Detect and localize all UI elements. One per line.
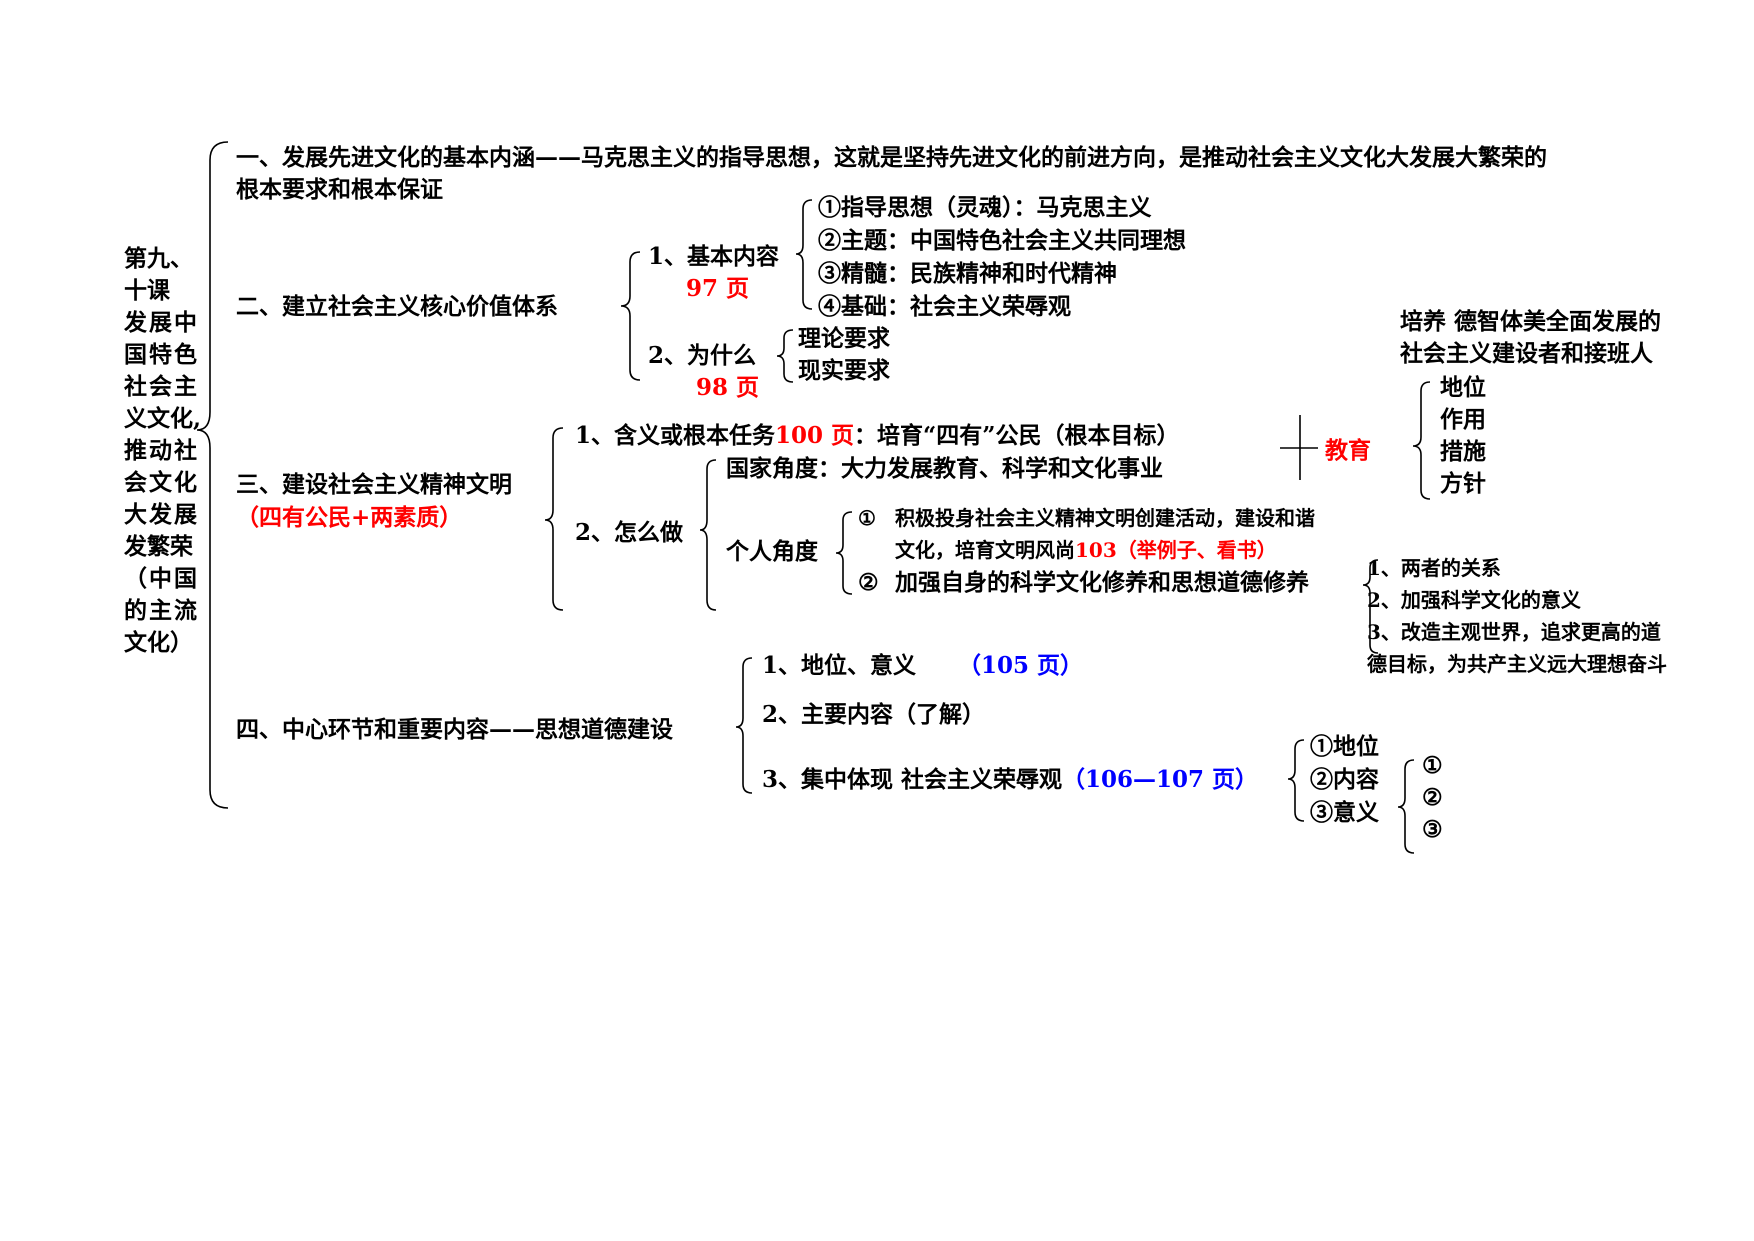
s4-subsub-brace xyxy=(1397,759,1415,854)
s3-personal-label: 个人角度 xyxy=(726,538,818,565)
s1-line2: 根本要求和根本保证 xyxy=(236,176,443,203)
s4-item3-text: 3、集中体现 社会主义荣辱观 xyxy=(762,766,1063,793)
s3-p1-num: ① xyxy=(858,506,876,530)
s2-item: ②主题：中国特色社会主义共同理想 xyxy=(818,227,1186,254)
s1-line1: 一、发展先进文化的基本内涵——马克思主义的指导思想，这就是坚持先进文化的前进方向… xyxy=(236,144,1547,171)
s3-meaning-page: 100 页 xyxy=(775,422,855,449)
s2-why-label: 2、为什么 xyxy=(648,342,757,369)
s3-subtitle: （四有公民+两素质） xyxy=(236,504,463,531)
s3-p1-line1: 积极投身社会主义精神文明创建活动，建设和谐 xyxy=(895,506,1315,530)
s3-brace xyxy=(544,427,564,611)
s3-meaning: 1、含义或根本任务100 页：培育“四有”公民（根本目标） xyxy=(575,421,1180,451)
root-line: 推动社 xyxy=(124,437,199,464)
s2-why-brace xyxy=(776,329,794,383)
s3-p1-line2-prefix: 文化，培育文明风尚 xyxy=(895,538,1075,562)
s4-subsub-item: ① xyxy=(1422,752,1443,779)
s2-item: ④基础：社会主义荣辱观 xyxy=(818,293,1071,320)
s2-item: ①指导思想（灵魂）：马克思主义 xyxy=(818,194,1152,221)
edu-label: 教育 xyxy=(1325,437,1371,464)
root-line: 发展中 xyxy=(124,309,199,336)
s3-meaning-prefix: 1、含义或根本任务 xyxy=(575,422,776,449)
edu-item: 措施 xyxy=(1440,438,1486,465)
s2-brace xyxy=(620,251,641,381)
s3-p1-page: 103（举例子、看书） xyxy=(1075,538,1277,562)
s2-content-brace xyxy=(795,199,813,310)
root-line: 大发展 xyxy=(124,501,199,528)
s2-content-page: 97 页 xyxy=(686,275,750,302)
s3-national: 国家角度：大力发展教育、科学和文化事业 xyxy=(726,455,1163,482)
s4-title: 四、中心环节和重要内容——思想道德建设 xyxy=(236,716,673,743)
s4-sub-item: ②内容 xyxy=(1310,766,1379,793)
edu-brace xyxy=(1412,381,1431,500)
s2-why-item: 理论要求 xyxy=(798,325,890,352)
s3-p2: 加强自身的科学文化修养和思想道德修养 xyxy=(895,569,1309,596)
s3-title: 三、建设社会主义精神文明 xyxy=(236,471,512,498)
s4-item3-page: （106—107 页） xyxy=(1062,766,1259,793)
p2-items-brace xyxy=(1362,559,1379,654)
s2-title: 二、建立社会主义核心价值体系 xyxy=(236,293,558,320)
s4-item2: 2、主要内容（了解） xyxy=(762,701,986,728)
s3-p2-item: 2、加强科学文化的意义 xyxy=(1367,588,1581,612)
s4-item1-page: （105 页） xyxy=(958,652,1084,679)
s4-item1: 1、地位、意义 xyxy=(762,652,917,679)
s2-why-page: 98 页 xyxy=(696,374,760,401)
personal-brace xyxy=(835,511,853,595)
s3-p2-num: ② xyxy=(858,569,879,596)
root-line: （中国 xyxy=(124,565,199,592)
root-brace xyxy=(196,141,229,809)
root-line: 发繁荣 xyxy=(124,533,193,560)
s4-subsub-item: ③ xyxy=(1422,816,1443,843)
s3-p2-item: 1、两者的关系 xyxy=(1367,556,1501,580)
s4-sub-item: ①地位 xyxy=(1310,733,1379,760)
s3-how-label: 2、怎么做 xyxy=(575,519,684,546)
s3-p2-item: 3、改造主观世界，追求更高的道 xyxy=(1367,620,1661,644)
edu-cultivate-line1: 培养 德智体美全面发展的 xyxy=(1400,308,1662,335)
s4-brace xyxy=(735,657,753,794)
s3-p2-item: 德目标，为共产主义远大理想奋斗 xyxy=(1367,652,1667,676)
root-line: 的主流 xyxy=(124,597,199,624)
root-line: 十课 xyxy=(124,277,170,304)
edu-item: 地位 xyxy=(1440,374,1486,401)
root-line: 国特色 xyxy=(124,341,199,368)
s4-sub-brace xyxy=(1287,739,1305,822)
root-line: 会文化 xyxy=(124,469,199,496)
s4-sub-item: ③意义 xyxy=(1310,799,1379,826)
root-line: 文化） xyxy=(124,629,193,656)
s2-item: ③精髓：民族精神和时代精神 xyxy=(818,260,1117,287)
root-line: 第九、 xyxy=(124,245,193,272)
s3-how-brace xyxy=(699,459,717,611)
s3-meaning-suffix: ：培育“四有”公民（根本目标） xyxy=(854,422,1180,449)
edu-item: 作用 xyxy=(1440,406,1486,433)
edu-item: 方针 xyxy=(1440,470,1486,497)
s3-p1-line2: 文化，培育文明风尚103（举例子、看书） xyxy=(895,537,1277,563)
s4-item3: 3、集中体现 社会主义荣辱观（106—107 页） xyxy=(762,765,1258,795)
edu-cultivate-line2: 社会主义建设者和接班人 xyxy=(1400,340,1653,367)
s4-subsub-item: ② xyxy=(1422,784,1443,811)
root-line: 社会主 xyxy=(124,373,199,400)
root-line: 义文化, xyxy=(124,405,202,432)
s2-why-item: 现实要求 xyxy=(798,357,890,384)
s2-content-label: 1、基本内容 xyxy=(648,243,780,270)
